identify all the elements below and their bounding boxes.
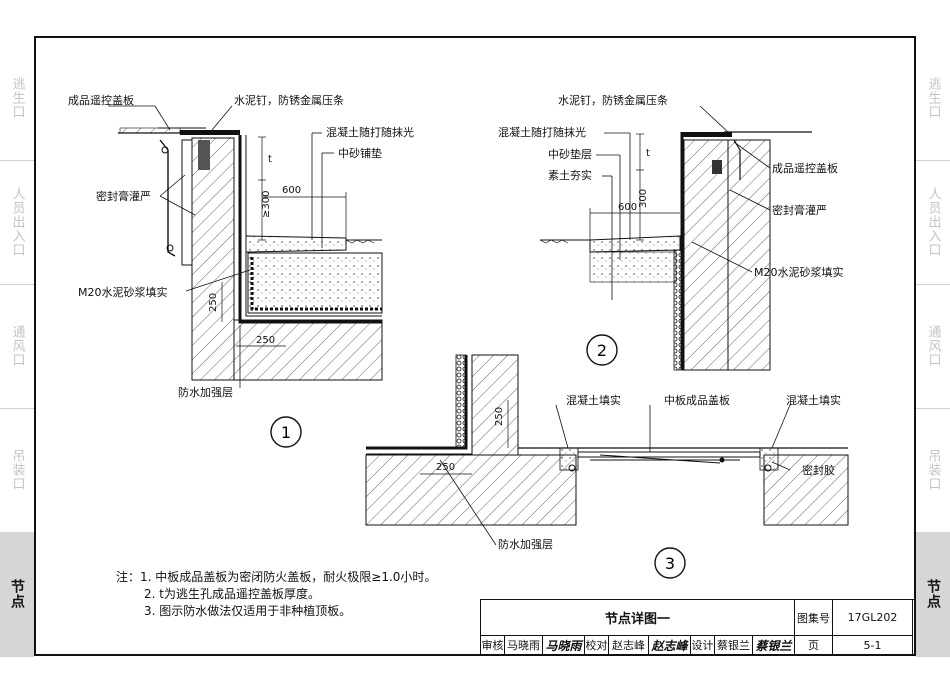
label-mortar: M20水泥砂浆填实 [78,285,168,299]
label-seal: 密封膏灌严 [96,189,151,203]
atlas-label: 图集号 [795,600,833,636]
dim-600: 600 [618,202,637,213]
detail-marker-2-text: 2 [597,341,607,360]
detail-marker-1 [270,416,302,448]
side-tab-label: 人员出入口 [925,187,941,257]
side-tab-escape[interactable]: 逃生口 [916,36,950,161]
page-label: 页 [795,636,833,655]
side-tab-label: 逃生口 [925,77,941,119]
side-tab-node[interactable]: 节点 [916,532,950,657]
check-signature: 赵志峰 [649,636,691,655]
design-label: 设计 [691,636,715,655]
review-signature: 马晓雨 [543,636,585,655]
review-label: 审核 [481,636,505,655]
page-number: 5-1 [833,636,913,655]
note-item: 2. t为逃生孔成品遥控盖板厚度。 [144,587,320,601]
left-side-tabs: 逃生口 人员出入口 通风口 吊装口 节点 [0,36,34,657]
side-tab-personnel[interactable]: 人员出入口 [916,160,950,285]
detail-3: 混凝土填实 中板成品盖板 混凝土填实 密封胶 防水加强层 250 250 3 [365,354,849,579]
side-tab-label: 通风口 [9,325,25,367]
label-concrete: 混凝土随打随抹光 [326,125,414,139]
side-tab-personnel[interactable]: 人员出入口 [0,160,34,285]
dim-250-horizontal: 250 [436,462,455,473]
dim-300: 300 [638,189,649,208]
label-waterproof: 防水加强层 [498,537,553,551]
detail-marker-1-text: 1 [281,423,291,442]
label-waterproof: 防水加强层 [178,385,233,399]
notes: 注：1. 中板成品盖板为密闭防火盖板，耐火极限≥1.0小时。 2. t为逃生孔成… [116,569,436,620]
dim-t: t [268,154,272,165]
label-fill-left: 混凝土填实 [566,393,621,407]
dim-250-vertical: 250 [208,293,219,312]
drawing-frame [34,36,916,656]
side-tab-label: 吊装口 [9,449,25,491]
review-name: 马晓雨 [505,636,543,655]
detail-1: 成品遥控盖板 水泥钉，防锈金属压条 混凝土随打随抹光 中砂铺垫 密封膏灌严 M2… [68,93,414,448]
dim-t: t [646,148,650,159]
note-item: 3. 图示防水做法仅适用于非种植顶板。 [144,604,352,618]
label-sand: 中砂铺垫 [338,146,382,160]
label-soil: 素土夯实 [548,168,592,182]
dim-250-vertical: 250 [494,407,505,426]
label-cover: 成品遥控盖板 [68,93,134,107]
side-tab-label: 人员出入口 [9,187,25,257]
atlas-number: 17GL202 [833,600,913,636]
side-tab-ventilation[interactable]: 通风口 [916,284,950,409]
detail-marker-3 [654,547,686,579]
label-nail-strip: 水泥钉，防锈金属压条 [234,93,344,107]
label-fill-right: 混凝土填实 [786,393,841,407]
check-name: 赵志峰 [609,636,649,655]
dim-250-horizontal: 250 [256,335,275,346]
notes-prefix: 注： [116,570,141,584]
note-item: 1. 中板成品盖板为密闭防火盖板，耐火极限≥1.0小时。 [140,570,437,584]
label-nail-strip: 水泥钉，防锈金属压条 [558,93,668,107]
design-signature: 蔡银兰 [753,636,795,655]
label-sealant: 密封胶 [802,463,835,477]
label-center-cover: 中板成品盖板 [664,393,730,407]
detail-marker-2 [586,334,618,366]
label-cover: 成品遥控盖板 [772,161,838,175]
side-tab-label: 通风口 [925,325,941,367]
side-tab-label: 吊装口 [925,449,941,491]
side-tab-label: 节点 [925,579,941,609]
label-concrete: 混凝土随打随抹光 [498,125,586,139]
title-block: 节点详图一 图集号 17GL202 审核 马晓雨 马晓雨 校对 赵志峰 赵志峰 … [480,599,914,656]
detail-2: 水泥钉，防锈金属压条 混凝土随打随抹光 中砂垫层 素土夯实 成品遥控盖板 密封膏… [498,93,844,371]
side-tab-ventilation[interactable]: 通风口 [0,284,34,409]
drawing-title: 节点详图一 [481,600,795,636]
right-side-tabs: 逃生口 人员出入口 通风口 吊装口 节点 [916,36,950,657]
label-sand: 中砂垫层 [548,147,592,161]
label-mortar: M20水泥砂浆填实 [754,265,844,279]
label-seal: 密封膏灌严 [772,203,827,217]
design-name: 蔡银兰 [715,636,753,655]
detail-marker-3-text: 3 [665,554,675,573]
side-tab-escape[interactable]: 逃生口 [0,36,34,161]
dim-600: 600 [282,185,301,196]
check-label: 校对 [585,636,609,655]
side-tab-label: 节点 [9,579,25,609]
side-tab-label: 逃生口 [9,77,25,119]
side-tab-node[interactable]: 节点 [0,532,34,657]
dim-300: ≥300 [261,191,272,218]
